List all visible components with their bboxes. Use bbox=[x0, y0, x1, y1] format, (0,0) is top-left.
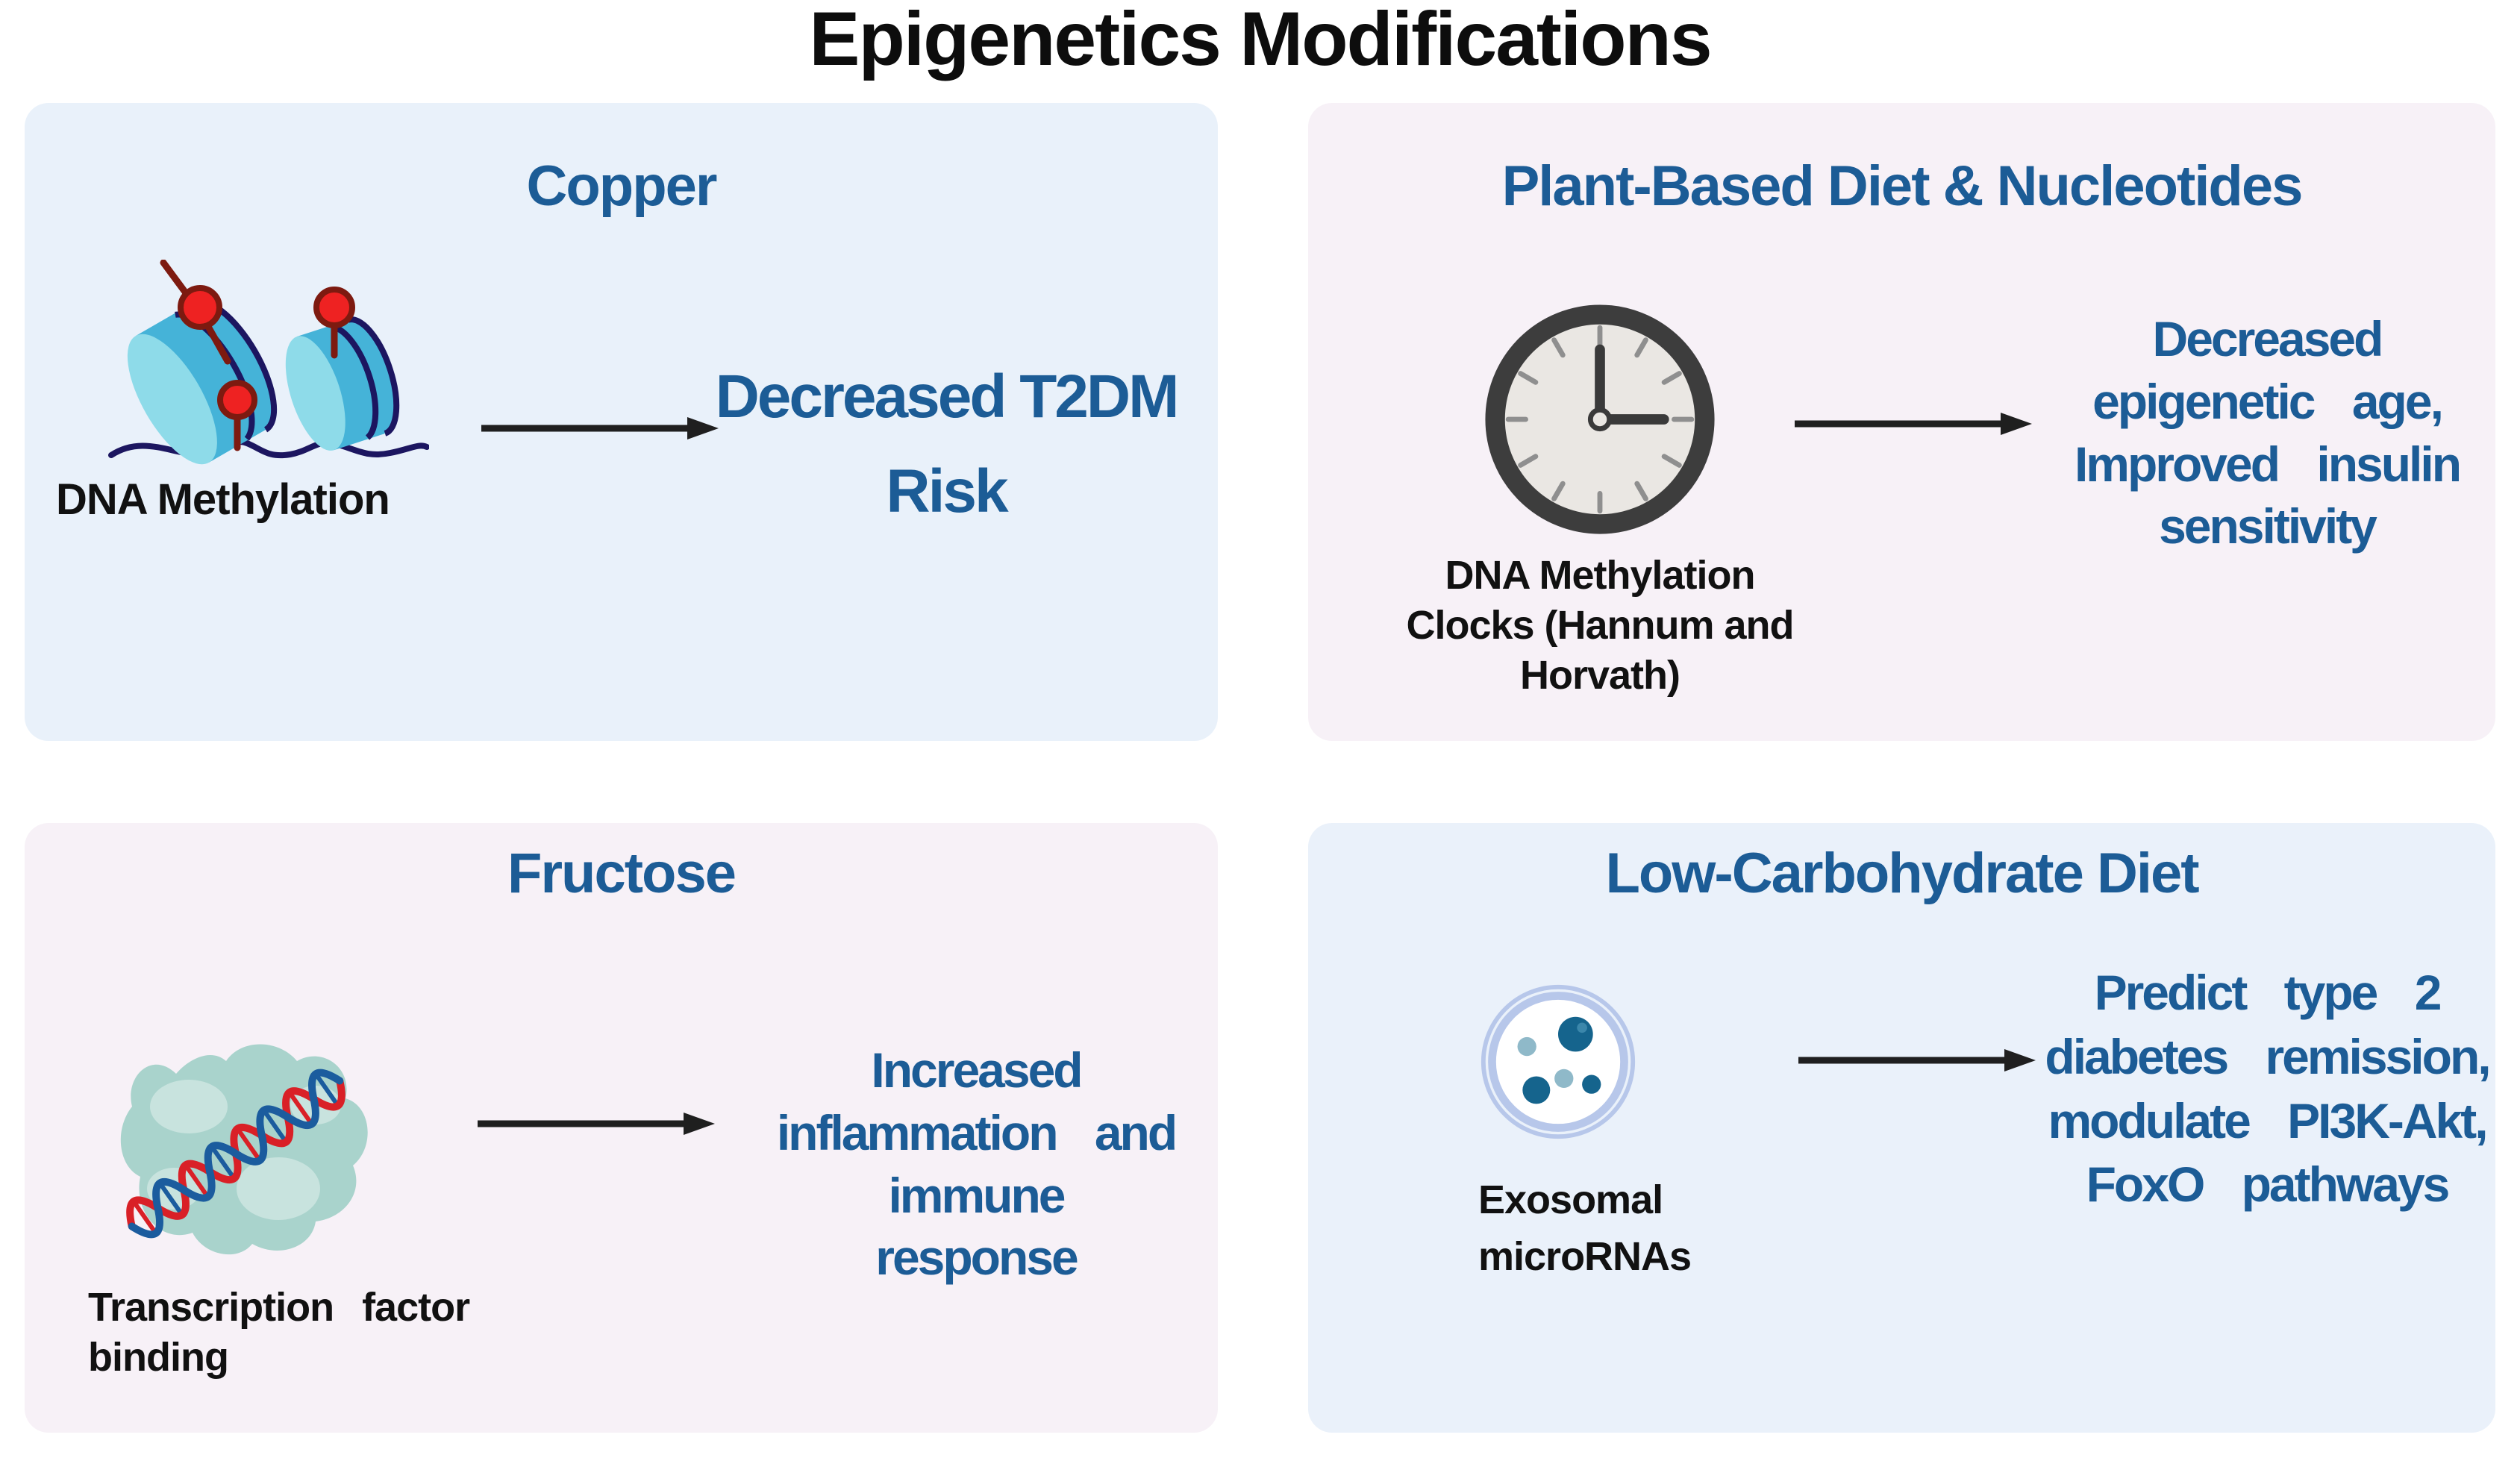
exosome-icon bbox=[1481, 984, 1636, 1139]
panel-plant-based-diet: Plant-Based Diet & Nucleotides DNA Methy… bbox=[1308, 103, 2495, 741]
exosomal-micrornas-label: Exosomal microRNAs bbox=[1478, 1177, 1692, 1279]
dna-methylation-icon bbox=[108, 260, 429, 465]
page-title: Epigenetics Modifications bbox=[809, 0, 1712, 81]
dna-methylation-clocks-label: DNA Methylation Clocks (Hannum and Horva… bbox=[1406, 553, 1794, 698]
panel-plant-title: Plant-Based Diet & Nucleotides bbox=[1501, 154, 2304, 218]
panel-copper-title: Copper bbox=[526, 154, 718, 218]
arrow-right-icon bbox=[478, 1113, 715, 1135]
arrow-right-icon bbox=[1798, 1049, 2036, 1071]
transcription-factor-label: Transcription factor binding bbox=[88, 1285, 470, 1380]
lowcarb-outcome-text: Predict type 2 diabetes remission, modul… bbox=[2045, 965, 2491, 1213]
fructose-outcome-text: Increased inflammation and immune respon… bbox=[776, 1042, 1178, 1286]
panel-low-carbohydrate-diet: Low-Carbohydrate Diet Exosomal microRNAs… bbox=[1308, 823, 2495, 1433]
dna-methylation-clock-icon bbox=[1485, 304, 1715, 534]
panel-fructose-title: Fructose bbox=[507, 842, 737, 905]
panel-lowcarb-title: Low-Carbohydrate Diet bbox=[1605, 842, 2199, 905]
transcription-factor-icon bbox=[120, 1044, 368, 1255]
panel-copper: Copper DNA Methylation bbox=[25, 103, 1218, 741]
arrow-right-icon bbox=[481, 417, 719, 439]
panel-fructose: Fructose Transcription factor b bbox=[25, 823, 1218, 1433]
arrow-right-icon bbox=[1795, 413, 2032, 435]
copper-outcome-text: Decreased T2DM Risk bbox=[715, 363, 1180, 526]
plant-diet-outcome-text: Decreased epigenetic age, Improved insul… bbox=[2074, 311, 2462, 554]
dna-methylation-label: DNA Methylation bbox=[56, 475, 390, 524]
